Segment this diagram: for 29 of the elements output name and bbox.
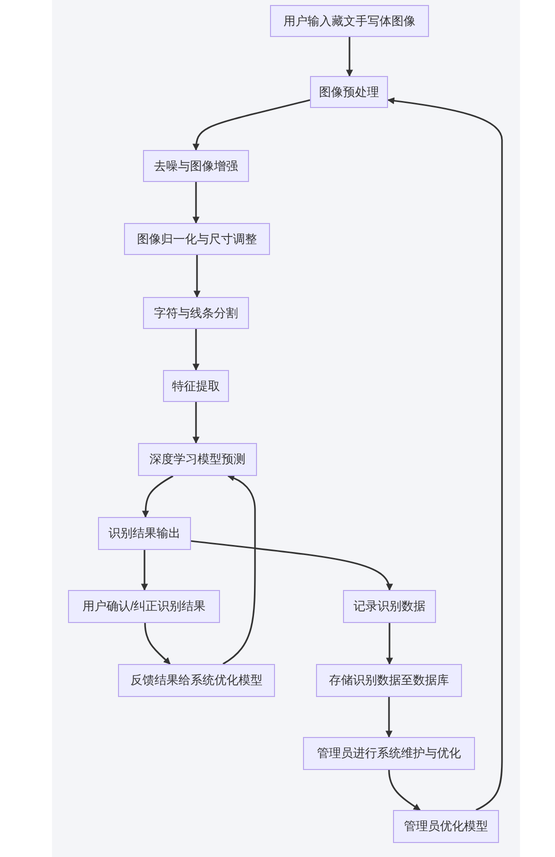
arrow: [222, 474, 256, 665]
process-box: 存储识别数据至数据库: [316, 664, 462, 697]
process-box: 管理员优化模型: [393, 810, 499, 843]
arrow: [142, 475, 174, 518]
arrow: [192, 329, 200, 371]
process-box: 管理员进行系统维护与优化: [303, 737, 475, 770]
arrow: [144, 622, 171, 665]
arrow: [388, 770, 421, 811]
process-box: 用户输入藏文手写体图像: [270, 5, 429, 37]
arrow: [192, 182, 200, 224]
arrow: [141, 550, 148, 591]
arrow: [346, 37, 353, 77]
arrow: [194, 255, 200, 298]
arrow: [387, 97, 503, 811]
process-box: 用户确认/纠正识别结果: [68, 590, 220, 623]
process-box: 字符与线条分割: [143, 297, 249, 329]
arrow: [386, 623, 393, 665]
process-box: 深度学习模型预测: [138, 443, 257, 476]
process-box: 去噪与图像增强: [143, 150, 249, 182]
process-box: 识别结果输出: [98, 517, 191, 550]
arrow: [192, 402, 200, 444]
arrow: [386, 697, 392, 738]
arrow: [192, 99, 310, 151]
process-box: 图像归一化与尺寸调整: [124, 223, 270, 255]
process-box: 记录识别数据: [343, 590, 436, 623]
arrow: [190, 540, 392, 591]
process-box: 特征提取: [163, 370, 229, 402]
process-box: 反馈结果给系统优化模型: [118, 664, 275, 697]
process-box: 图像预处理: [310, 76, 388, 108]
